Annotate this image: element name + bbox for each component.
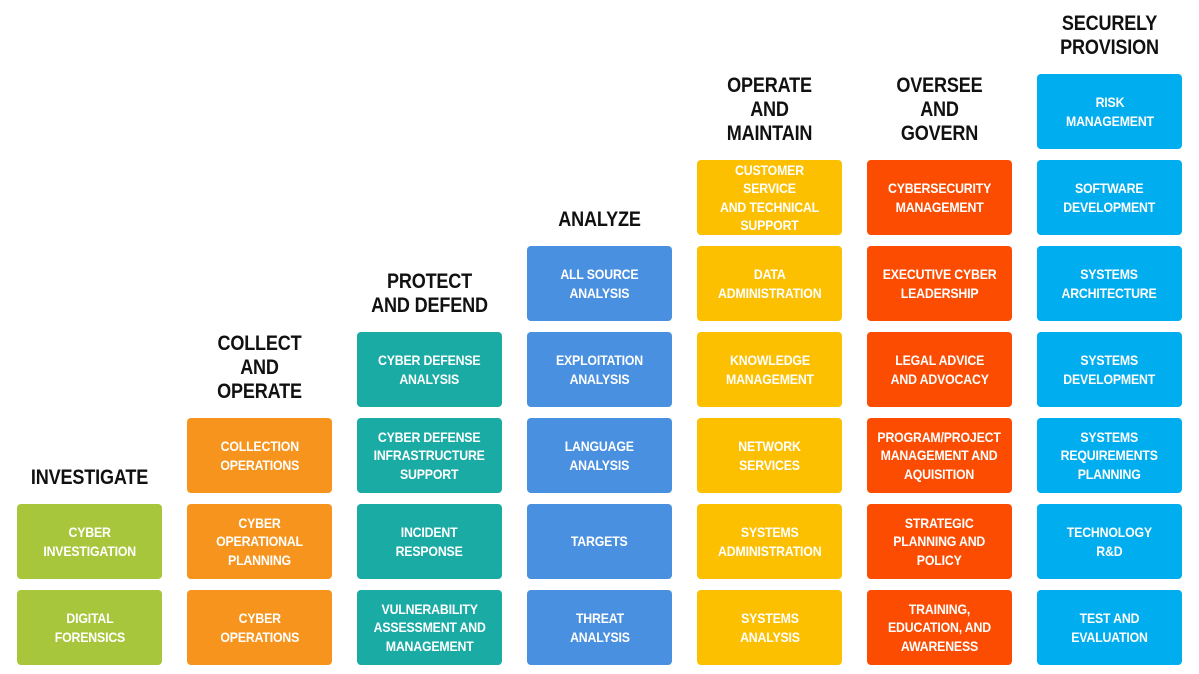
role-tile-technology-r-and-d[interactable]: TECHNOLOGY R&D: [1037, 504, 1182, 579]
column-collect-and-operate: COLLECT AND OPERATE COLLECTION OPERATION…: [187, 332, 332, 665]
column-protect-and-defend: PROTECT AND DEFEND CYBER DEFENSE ANALYSI…: [357, 270, 502, 665]
role-tile-cybersecurity-management[interactable]: CYBERSECURITY MANAGEMENT: [867, 160, 1012, 235]
role-tile-systems-administration[interactable]: SYSTEMS ADMINISTRATION: [697, 504, 842, 579]
role-label: SYSTEMS DEVELOPMENT: [1063, 352, 1156, 387]
role-label: KNOWLEDGE MANAGEMENT: [725, 352, 814, 387]
role-tile-systems-analysis[interactable]: SYSTEMS ANALYSIS: [697, 590, 842, 665]
role-tile-digital-forensics[interactable]: DIGITAL FORENSICS: [17, 590, 162, 665]
role-label: CYBERSECURITY MANAGEMENT: [887, 180, 992, 215]
role-label: TEST AND EVALUATION: [1071, 610, 1148, 645]
role-label: INCIDENT RESPONSE: [395, 524, 464, 559]
role-label: SYSTEMS ANALYSIS: [739, 610, 800, 645]
role-label: COLLECTION OPERATIONS: [220, 438, 299, 473]
role-tile-executive-cyber-leadership[interactable]: EXECUTIVE CYBER LEADERSHIP: [867, 246, 1012, 321]
role-tile-all-source-analysis[interactable]: ALL SOURCE ANALYSIS: [527, 246, 672, 321]
role-label: LEGAL ADVICE AND ADVOCACY: [890, 352, 989, 387]
role-tile-test-and-evaluation[interactable]: TEST AND EVALUATION: [1037, 590, 1182, 665]
column-operate-and-maintain: OPERATE AND MAINTAIN CUSTOMER SERVICE AN…: [697, 74, 842, 665]
role-tile-risk-management[interactable]: RISK MANAGEMENT: [1037, 74, 1182, 149]
role-label: SYSTEMS ARCHITECTURE: [1061, 266, 1158, 301]
role-tile-program-project-management-and-aquisition[interactable]: PROGRAM/PROJECT MANAGEMENT AND AQUISITIO…: [867, 418, 1012, 493]
role-tile-vulnerability-assessment-and-management[interactable]: VULNERABILITY ASSESSMENT AND MANAGEMENT: [357, 590, 502, 665]
role-tile-language-analysis[interactable]: LANGUAGE ANALYSIS: [527, 418, 672, 493]
role-label: EXECUTIVE CYBER LEADERSHIP: [882, 266, 997, 301]
category-title-protect-and-defend: PROTECT AND DEFEND: [371, 270, 488, 317]
role-tile-network-services[interactable]: NETWORK SERVICES: [697, 418, 842, 493]
role-label: SYSTEMS ADMINISTRATION: [717, 524, 822, 559]
role-label: CYBER INVESTIGATION: [43, 524, 136, 559]
role-tile-customer-service-and-technical-support[interactable]: CUSTOMER SERVICE AND TECHNICAL SUPPORT: [697, 160, 842, 235]
role-tile-training-education-and-awareness[interactable]: TRAINING, EDUCATION, AND AWARENESS: [867, 590, 1012, 665]
role-label: SOFTWARE DEVELOPMENT: [1063, 180, 1156, 215]
category-title-operate-and-maintain: OPERATE AND MAINTAIN: [726, 74, 813, 145]
role-tile-knowledge-management[interactable]: KNOWLEDGE MANAGEMENT: [697, 332, 842, 407]
role-tile-software-development[interactable]: SOFTWARE DEVELOPMENT: [1037, 160, 1182, 235]
role-label: TRAINING, EDUCATION, AND AWARENESS: [888, 600, 991, 654]
role-tile-collection-operations[interactable]: COLLECTION OPERATIONS: [187, 418, 332, 493]
column-investigate: INVESTIGATE CYBER INVESTIGATION DIGITAL …: [17, 466, 162, 665]
column-securely-provision: SECURELY PROVISION RISK MANAGEMENT SOFTW…: [1037, 12, 1182, 665]
role-label: PROGRAM/PROJECT MANAGEMENT AND AQUISITIO…: [877, 428, 1002, 482]
role-tile-systems-requirements-planning[interactable]: SYSTEMS REQUIREMENTS PLANNING: [1037, 418, 1182, 493]
role-tile-threat-analysis[interactable]: THREAT ANALYSIS: [527, 590, 672, 665]
role-tile-cyber-investigation[interactable]: CYBER INVESTIGATION: [17, 504, 162, 579]
role-label: CYBER DEFENSE ANALYSIS: [378, 352, 481, 387]
category-title-investigate: INVESTIGATE: [30, 466, 149, 489]
role-label: THREAT ANALYSIS: [569, 610, 630, 645]
category-title-collect-and-operate: COLLECT AND OPERATE: [217, 332, 302, 403]
role-label: RISK MANAGEMENT: [1065, 94, 1154, 129]
role-tile-incident-response[interactable]: INCIDENT RESPONSE: [357, 504, 502, 579]
role-label: TECHNOLOGY R&D: [1066, 524, 1153, 559]
role-label: ALL SOURCE ANALYSIS: [560, 266, 639, 301]
role-label: SYSTEMS REQUIREMENTS PLANNING: [1060, 428, 1159, 482]
role-label: TARGETS: [571, 533, 628, 550]
role-tile-cyber-operations[interactable]: CYBER OPERATIONS: [187, 590, 332, 665]
role-label: LANGUAGE ANALYSIS: [564, 438, 635, 473]
column-analyze: ANALYZE ALL SOURCE ANALYSIS EXPLOITATION…: [527, 208, 672, 665]
role-tile-targets[interactable]: TARGETS: [527, 504, 672, 579]
role-label: NETWORK SERVICES: [738, 438, 801, 473]
category-title-securely-provision: SECURELY PROVISION: [1060, 12, 1159, 59]
category-title-oversee-and-govern: OVERSEE AND GOVERN: [896, 74, 983, 145]
role-tile-systems-development[interactable]: SYSTEMS DEVELOPMENT: [1037, 332, 1182, 407]
role-label: DIGITAL FORENSICS: [54, 610, 125, 645]
role-tile-data-administration[interactable]: DATA ADMINISTRATION: [697, 246, 842, 321]
role-label: EXPLOITATION ANALYSIS: [555, 352, 644, 387]
role-label: CYBER OPERATIONS: [220, 610, 299, 645]
role-tile-legal-advice-and-advocacy[interactable]: LEGAL ADVICE AND ADVOCACY: [867, 332, 1012, 407]
column-oversee-and-govern: OVERSEE AND GOVERN CYBERSECURITY MANAGEM…: [867, 74, 1012, 665]
role-label: VULNERABILITY ASSESSMENT AND MANAGEMENT: [373, 600, 486, 654]
role-tile-cyber-defense-analysis[interactable]: CYBER DEFENSE ANALYSIS: [357, 332, 502, 407]
role-tile-strategic-planning-and-policy[interactable]: STRATEGIC PLANNING AND POLICY: [867, 504, 1012, 579]
category-title-analyze: ANALYZE: [558, 208, 641, 231]
role-label: STRATEGIC PLANNING AND POLICY: [893, 514, 986, 568]
role-label: CYBER DEFENSE INFRASTRUCTURE SUPPORT: [373, 428, 486, 482]
role-tile-systems-architecture[interactable]: SYSTEMS ARCHITECTURE: [1037, 246, 1182, 321]
role-tile-exploitation-analysis[interactable]: EXPLOITATION ANALYSIS: [527, 332, 672, 407]
role-label: CUSTOMER SERVICE AND TECHNICAL SUPPORT: [719, 161, 819, 234]
role-label: DATA ADMINISTRATION: [717, 266, 822, 301]
role-label: CYBER OPERATIONAL PLANNING: [216, 514, 303, 568]
role-tile-cyber-defense-infrastructure-support[interactable]: CYBER DEFENSE INFRASTRUCTURE SUPPORT: [357, 418, 502, 493]
role-tile-cyber-operational-planning[interactable]: CYBER OPERATIONAL PLANNING: [187, 504, 332, 579]
